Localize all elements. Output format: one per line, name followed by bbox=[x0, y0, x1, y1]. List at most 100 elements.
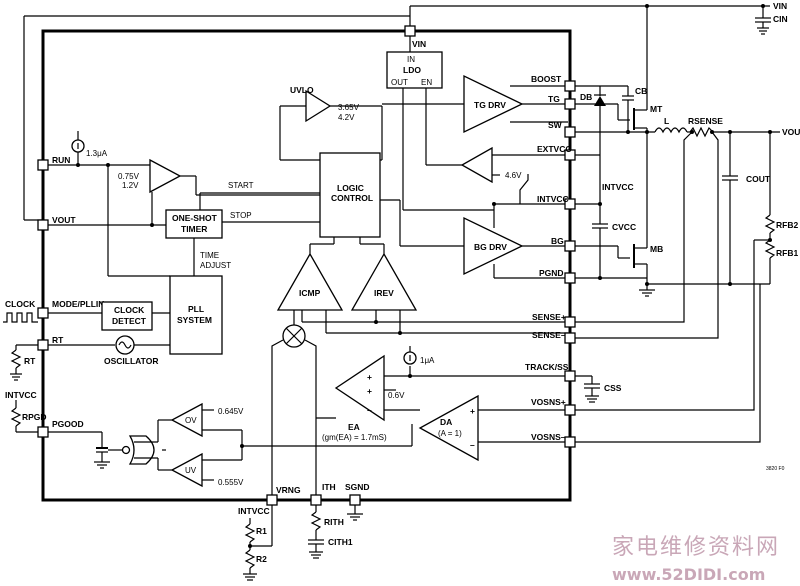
uv-th-label: 0.555V bbox=[218, 478, 244, 487]
rt-label: RT bbox=[24, 356, 36, 366]
l-label: L bbox=[664, 116, 669, 126]
icmp-comparator bbox=[276, 252, 344, 311]
clock-detect-1: CLOCK bbox=[114, 305, 145, 315]
clock-waveform bbox=[3, 312, 38, 323]
db-label: DB bbox=[580, 92, 592, 102]
ith-pin bbox=[310, 494, 322, 506]
time-adjust-2: ADJUST bbox=[200, 261, 231, 270]
one-shot-timer bbox=[165, 209, 223, 239]
run-lo-label: 1.2V bbox=[122, 181, 139, 190]
pgood-pin bbox=[37, 426, 49, 438]
tg-drv-label: TG DRV bbox=[474, 100, 506, 110]
sense-p-pin-label: SENSE+ bbox=[532, 312, 566, 322]
ov-comparator bbox=[170, 402, 203, 438]
r2-label: R2 bbox=[256, 554, 267, 564]
oneshot-label-2: TIMER bbox=[181, 224, 207, 234]
tg-pin-label: TG bbox=[548, 94, 560, 104]
track-current-label: 1μA bbox=[420, 356, 435, 365]
run-comparator bbox=[149, 158, 182, 194]
uvlo-hi-label: 3.65V bbox=[338, 103, 360, 112]
mb-label: MB bbox=[650, 244, 663, 254]
start-label: START bbox=[228, 181, 254, 190]
icmp-label: ICMP bbox=[299, 288, 321, 298]
bg-pin-label: BG bbox=[551, 236, 564, 246]
cvcc-label: CVCC bbox=[612, 222, 636, 232]
sgnd-pin bbox=[349, 494, 361, 506]
ic-boundary bbox=[41, 29, 572, 502]
vosns-n-pin-label: VOSNS– bbox=[531, 432, 566, 442]
extvcc-th-label: 4.6V bbox=[505, 171, 522, 180]
da-label: DA bbox=[440, 417, 452, 427]
mt-label: MT bbox=[650, 104, 663, 114]
boost-pin-label: BOOST bbox=[531, 74, 562, 84]
vin-pin bbox=[404, 25, 416, 37]
run-current-label: 1.3μA bbox=[86, 149, 108, 158]
r2-resistor bbox=[244, 549, 256, 569]
ldo-en-label: EN bbox=[421, 78, 432, 87]
sgnd-pin-label: SGND bbox=[345, 482, 370, 492]
vin-label: VIN bbox=[773, 1, 787, 11]
clock-label: CLOCK bbox=[5, 299, 36, 309]
vout-pin-label: VOUT bbox=[52, 215, 76, 225]
stop-label: STOP bbox=[230, 211, 252, 220]
inductor-l bbox=[654, 127, 688, 134]
vin-rail bbox=[23, 4, 771, 221]
pll-label-2: SYSTEM bbox=[177, 315, 212, 325]
pll-system-block bbox=[169, 275, 223, 355]
time-adjust-1: TIME bbox=[200, 251, 219, 260]
pll-label-1: PLL bbox=[188, 304, 204, 314]
oscillator-label: OSCILLATOR bbox=[104, 356, 158, 366]
right-pins bbox=[564, 80, 576, 448]
pgood-pin-label: PGOOD bbox=[52, 419, 84, 429]
bg-drv-label: BG DRV bbox=[474, 242, 507, 252]
vout-pin bbox=[37, 219, 49, 231]
clock-detect-block bbox=[101, 301, 153, 331]
ea-label: EA bbox=[348, 422, 360, 432]
rith-resistor bbox=[310, 511, 322, 531]
extvcc-comparator bbox=[460, 146, 493, 184]
cout-label: COUT bbox=[746, 174, 771, 184]
rsense-label: RSENSE bbox=[688, 116, 723, 126]
rt-pin bbox=[37, 339, 49, 351]
css-label: CSS bbox=[604, 383, 622, 393]
cith1-label: CITH1 bbox=[328, 537, 353, 547]
svg-text:+: + bbox=[367, 372, 372, 382]
mode-pllin-label: MODE/PLLIN bbox=[52, 299, 104, 309]
rt-resistor bbox=[10, 349, 22, 369]
rpgd-resistor bbox=[10, 407, 22, 427]
vrng-pin-label: VRNG bbox=[276, 485, 301, 495]
uv-label: UV bbox=[185, 466, 197, 475]
extvcc-pin-label: EXTVCC bbox=[537, 144, 571, 154]
ldo-block bbox=[386, 51, 443, 89]
cin-label: CIN bbox=[773, 14, 788, 24]
uvlo-comparator bbox=[305, 89, 332, 123]
rsense-resistor bbox=[689, 126, 714, 138]
r1-resistor bbox=[244, 523, 256, 543]
da-amplifier bbox=[418, 394, 479, 462]
irev-label: IREV bbox=[374, 288, 394, 298]
svg-text:+: + bbox=[470, 406, 475, 416]
ldo-in-label: IN bbox=[407, 55, 415, 64]
track-ss-pin-label: TRACK/SS bbox=[525, 362, 569, 372]
run-pin-label: RUN bbox=[52, 155, 70, 165]
da-gain-label: (A = 1) bbox=[438, 429, 462, 438]
logic-label-2: CONTROL bbox=[331, 193, 373, 203]
uv-comparator bbox=[170, 452, 203, 488]
rith-label: RITH bbox=[324, 517, 344, 527]
watermark-cn: 家电维修资料网 bbox=[612, 535, 780, 560]
intvcc-left-label: INTVCC bbox=[5, 390, 37, 400]
uvlo-label: UVLO bbox=[290, 85, 314, 95]
vout-label: VOUT bbox=[782, 127, 800, 137]
svg-text:–: – bbox=[367, 405, 372, 415]
rpgd-label: RPGD bbox=[22, 412, 47, 422]
ith-pin-label: ITH bbox=[322, 482, 336, 492]
run-pin bbox=[37, 159, 49, 171]
uvlo-lo-label: 4.2V bbox=[338, 113, 355, 122]
irev-comparator bbox=[350, 252, 418, 311]
cb-label: CB bbox=[635, 86, 647, 96]
r1-label: R1 bbox=[256, 526, 267, 536]
intvcc-pin-label: INTVCC bbox=[537, 194, 569, 204]
watermark-url: www.52DIDI.com bbox=[612, 565, 765, 584]
ea-gm-label: (gm(EA) = 1.7mS) bbox=[322, 433, 387, 442]
